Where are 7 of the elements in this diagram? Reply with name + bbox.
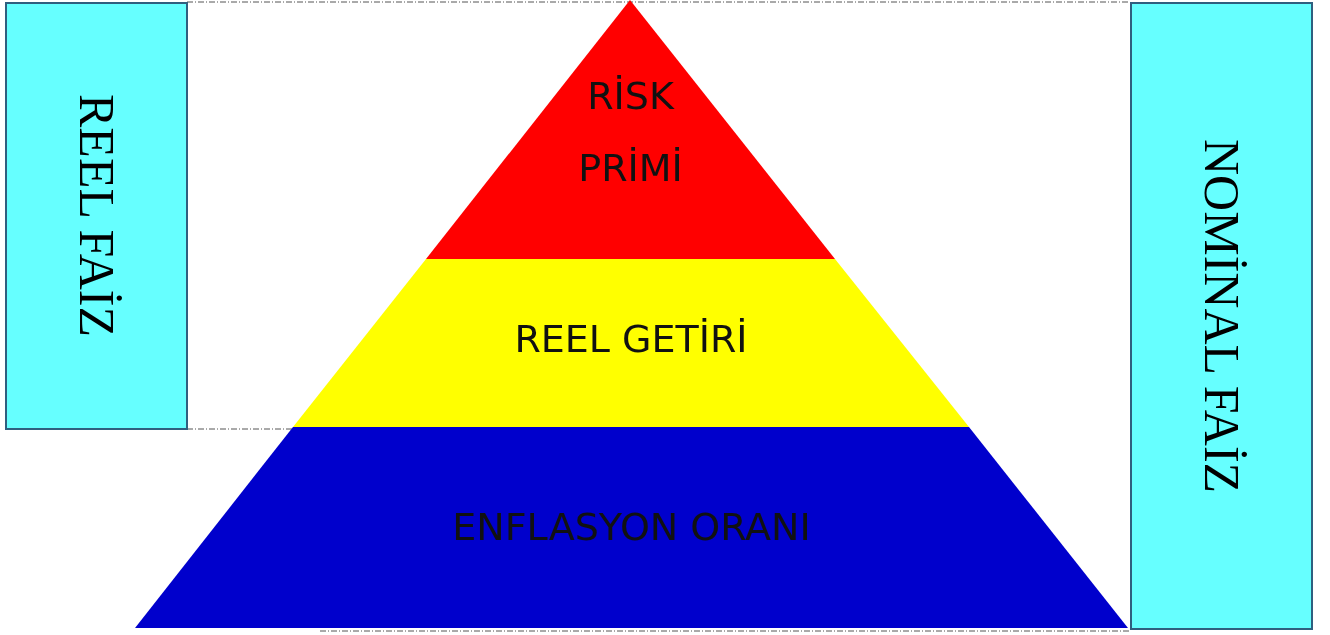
vertical-label: NOMİNAL FAİZ: [1192, 138, 1251, 494]
vertical-label: REEL FAİZ: [67, 94, 126, 338]
label-panel: [1130, 2, 1313, 630]
layer-label: RİSK PRİMİ: [577, 73, 684, 193]
layer-label: ENFLASYON ORANI: [451, 505, 812, 549]
label-panel: [5, 2, 188, 430]
layer-label: REEL GETİRİ: [513, 317, 749, 361]
